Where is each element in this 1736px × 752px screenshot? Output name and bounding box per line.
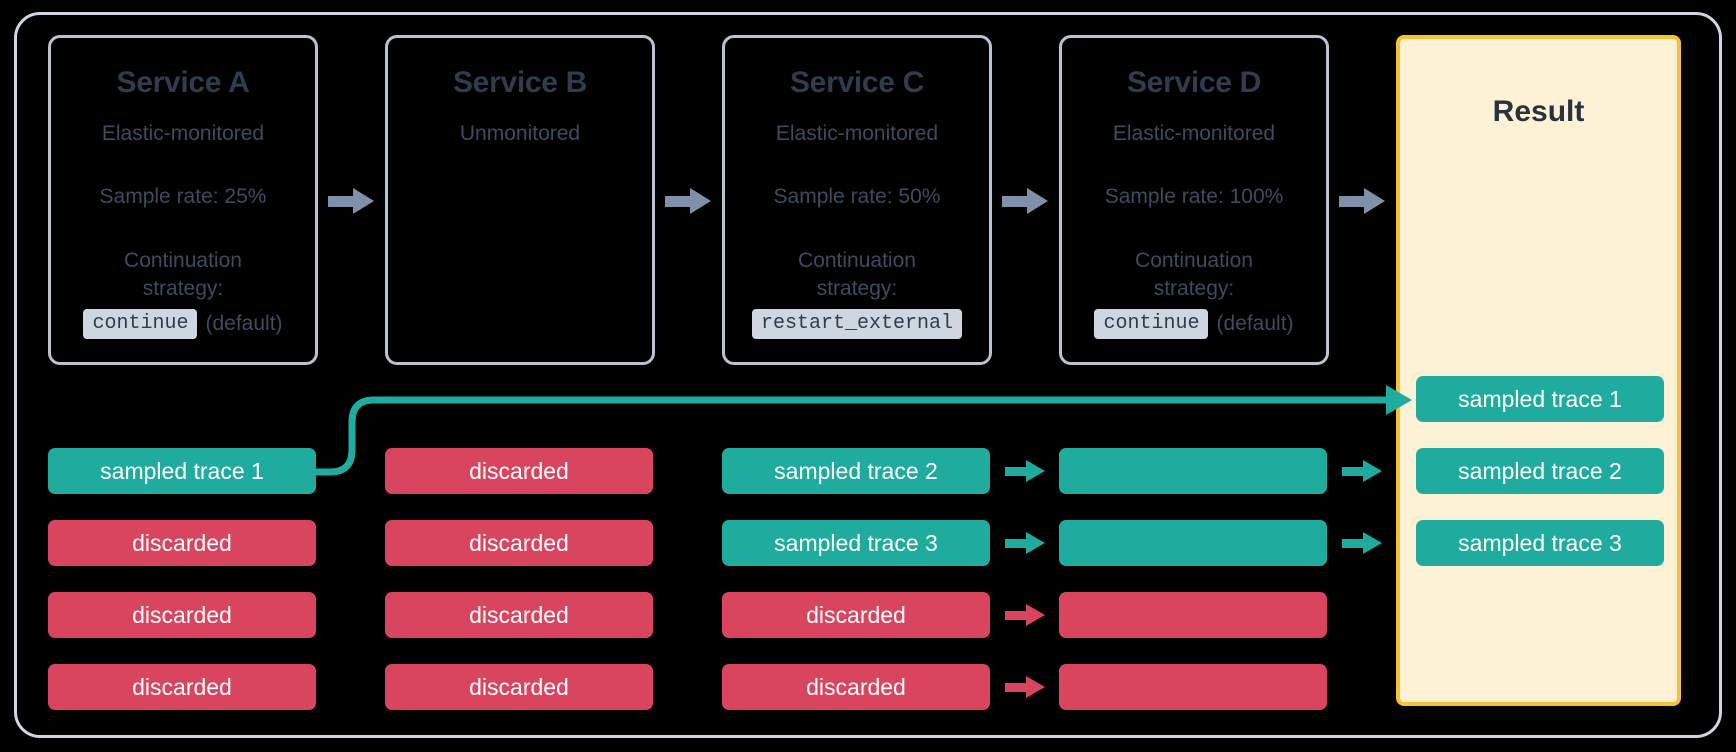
service-d-strategy-value-row: continue (default) [1094,308,1294,339]
trace-chip-c-4: discarded [722,664,990,710]
arrow-service-a-to-b [328,188,374,214]
service-d-strategy-label-line1: Continuation [1135,249,1253,273]
arrow-head [1363,532,1382,554]
service-a-title: Service A [116,66,250,99]
arrow-shaft [328,196,356,207]
arrow-head [1364,188,1385,214]
arrow-trace-d1-to-result2 [1342,460,1382,482]
service-d-strategy-label: Continuation strategy: [1135,247,1253,302]
service-a-strategy-value-row: continue (default) [83,308,283,339]
trace-chip-a-3: discarded [48,592,316,638]
service-d-strategy-default-note: (default) [1216,311,1294,335]
arrow-service-b-to-c [665,188,711,214]
trace-chip-a-1: sampled trace 1 [48,448,316,494]
service-d-sample-rate: Sample rate: 100% [1104,185,1284,209]
arrow-head [1363,460,1382,482]
arrow-shaft [1339,196,1367,207]
arrow-trace-c1-to-d1 [1005,460,1045,482]
trace-chip-c-1: sampled trace 2 [722,448,990,494]
service-b-title: Service B [452,66,588,99]
trace-chip-b-3: discarded [385,592,653,638]
arrow-trace-c2-to-d2 [1005,532,1045,554]
arrow-trace-c3-to-d3 [1005,604,1045,626]
service-d-strategy-label-line2: strategy: [1153,277,1235,301]
service-a-strategy-label-line2: strategy: [142,277,224,301]
service-b-monitoring: Unmonitored [459,122,581,145]
result-panel-title: Result [1492,95,1585,128]
trace-chip-b-2: discarded [385,520,653,566]
service-c-strategy-value-row: restart_external [751,308,963,339]
trace-chip-c-2: sampled trace 3 [722,520,990,566]
arrow-service-d-to-result [1339,188,1385,214]
service-card-a: Service A Elastic-monitored Sample rate:… [48,35,318,365]
arrow-shaft [1342,539,1366,548]
arrow-head [1026,460,1045,482]
arrow-head [353,188,374,214]
arrow-head [1026,604,1045,626]
service-c-monitoring: Elastic-monitored [775,122,939,145]
trace-chip-d-2 [1059,520,1327,566]
result-panel: Result [1396,35,1681,706]
service-c-strategy-label-line2: strategy: [816,277,898,301]
trace-chip-d-1 [1059,448,1327,494]
service-a-strategy-code-chip: continue [83,308,198,339]
trace-chip-b-1: discarded [385,448,653,494]
service-a-strategy-label-line1: Continuation [124,249,242,273]
arrow-head [1026,676,1045,698]
result-trace-chip-2: sampled trace 2 [1416,448,1664,494]
arrow-shaft [1005,539,1029,548]
service-d-title: Service D [1126,66,1262,99]
arrow-shaft [1342,467,1366,476]
service-card-c: Service C Elastic-monitored Sample rate:… [722,35,992,365]
service-c-strategy-label: Continuation strategy: [798,247,916,302]
service-card-b: Service B Unmonitored [385,35,655,365]
trace-chip-c-3: discarded [722,592,990,638]
arrow-head [1027,188,1048,214]
service-a-strategy-default-note: (default) [205,311,283,335]
arrow-trace-d2-to-result3 [1342,532,1382,554]
arrow-shaft [1005,683,1029,692]
trace-chip-a-2: discarded [48,520,316,566]
service-a-sample-rate: Sample rate: 25% [99,185,267,209]
service-a-monitoring: Elastic-monitored [101,122,265,145]
trace-chip-a-4: discarded [48,664,316,710]
service-c-strategy-label-line1: Continuation [798,249,916,273]
trace-chip-d-4 [1059,664,1327,710]
service-c-strategy-code-chip: restart_external [751,308,963,339]
service-card-d: Service D Elastic-monitored Sample rate:… [1059,35,1329,365]
arrow-shaft [1002,196,1030,207]
arrow-shaft [1005,467,1029,476]
trace-chip-d-3 [1059,592,1327,638]
arrow-trace-c4-to-d4 [1005,676,1045,698]
arrow-service-c-to-d [1002,188,1048,214]
service-a-strategy-label: Continuation strategy: [124,247,242,302]
result-trace-chip-1: sampled trace 1 [1416,376,1664,422]
service-d-strategy-code-chip: continue [1094,308,1209,339]
service-d-monitoring: Elastic-monitored [1112,122,1276,145]
arrow-shaft [665,196,693,207]
trace-chip-b-4: discarded [385,664,653,710]
arrow-shaft [1005,611,1029,620]
service-c-sample-rate: Sample rate: 50% [773,185,941,209]
service-c-title: Service C [789,66,925,99]
arrow-head [1026,532,1045,554]
arrow-head [690,188,711,214]
result-trace-chip-3: sampled trace 3 [1416,520,1664,566]
